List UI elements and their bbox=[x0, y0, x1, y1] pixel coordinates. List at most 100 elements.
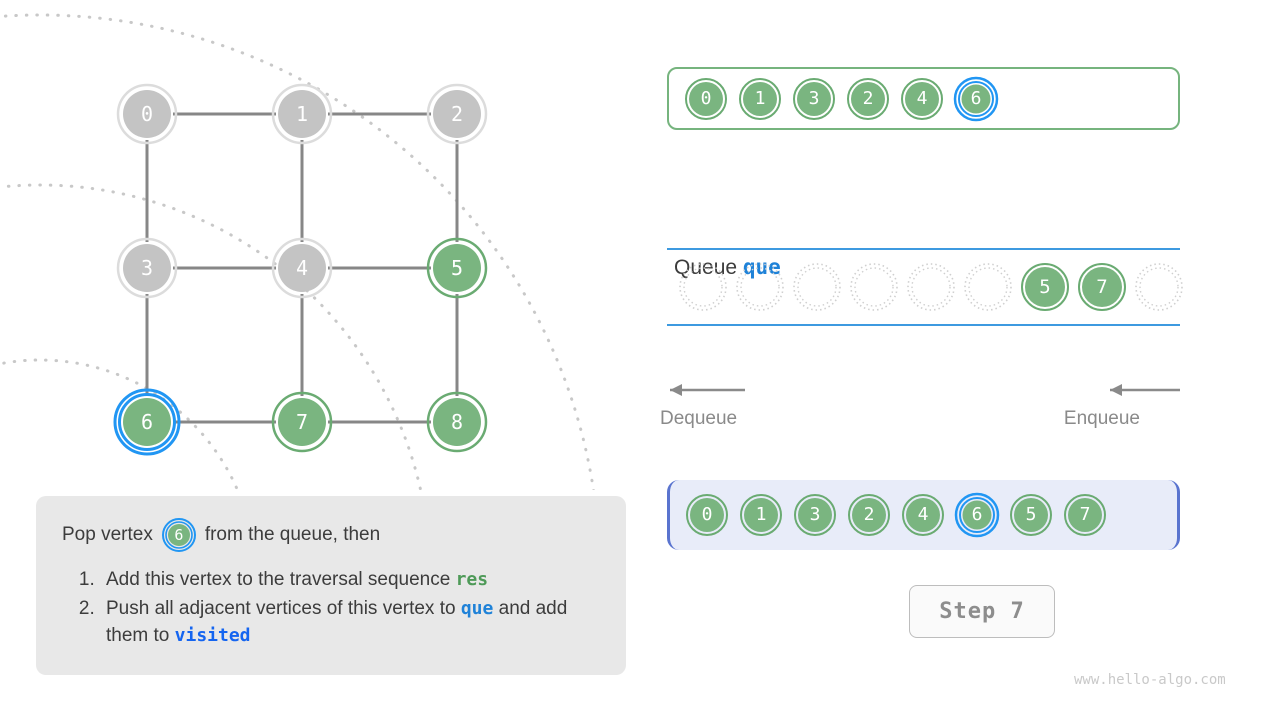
step-badge: Step 7 bbox=[909, 585, 1055, 638]
node-body bbox=[433, 244, 481, 292]
chip-label: 6 bbox=[970, 87, 982, 109]
description-step-1: Add this vertex to the traversal sequenc… bbox=[100, 566, 600, 593]
node-outer-ring bbox=[271, 83, 333, 145]
node-label: 2 bbox=[451, 102, 463, 126]
chip-label: 4 bbox=[916, 87, 928, 109]
node-label: 7 bbox=[296, 410, 308, 434]
watermark: www.hello-algo.com bbox=[1074, 672, 1226, 688]
queue-slot-4[interactable] bbox=[905, 261, 957, 313]
graph-node-1[interactable]: 1 bbox=[271, 83, 333, 145]
description-step-2-code-que: que bbox=[460, 598, 494, 619]
description-step-2-code-visited: visited bbox=[174, 625, 251, 646]
chip-label: 5 bbox=[1039, 275, 1051, 298]
visited-item-6[interactable]: 5 bbox=[1008, 492, 1054, 538]
chip-label: 2 bbox=[863, 504, 875, 525]
node-body bbox=[123, 398, 171, 446]
description-step-1-prefix: Add this vertex to the traversal sequenc… bbox=[106, 569, 456, 590]
chip-label: 3 bbox=[809, 504, 821, 525]
traversal-item-0[interactable]: 0 bbox=[683, 76, 729, 122]
node-body bbox=[278, 398, 326, 446]
node-body bbox=[123, 90, 171, 138]
visited-item-1[interactable]: 1 bbox=[738, 492, 784, 538]
node-label: 1 bbox=[296, 102, 308, 126]
chip-label: 5 bbox=[1025, 504, 1037, 525]
graph-node-8[interactable]: 8 bbox=[426, 391, 488, 453]
description-lead-before: Pop vertex bbox=[62, 524, 153, 545]
graph-nodes: 0 1 2 3 4 5 6 7 8 bbox=[113, 83, 488, 456]
graph-node-6[interactable]: 6 bbox=[113, 388, 181, 456]
traversal-sequence-items: 0 1 3 2 4 6 bbox=[683, 69, 999, 128]
visited-item-5[interactable]: 6 bbox=[954, 492, 1000, 538]
node-label: 3 bbox=[141, 256, 153, 280]
chip-label: 0 bbox=[700, 87, 712, 109]
visited-item-7[interactable]: 7 bbox=[1062, 492, 1108, 538]
node-outer-ring bbox=[271, 391, 333, 453]
node-body bbox=[123, 244, 171, 292]
traversal-item-1[interactable]: 1 bbox=[737, 76, 783, 122]
node-label: 4 bbox=[296, 256, 308, 280]
chip-label: 0 bbox=[701, 504, 713, 525]
node-highlight-inner-ring bbox=[118, 393, 176, 451]
node-outer-ring bbox=[116, 237, 178, 299]
description-vertex-label: 6 bbox=[174, 525, 184, 544]
node-body bbox=[278, 90, 326, 138]
chip-label: 1 bbox=[754, 87, 766, 109]
node-body bbox=[278, 244, 326, 292]
chip-label: 7 bbox=[1096, 275, 1108, 298]
queue-slot-2[interactable] bbox=[791, 261, 843, 313]
visited-item-3[interactable]: 2 bbox=[846, 492, 892, 538]
chip-label: 6 bbox=[971, 504, 983, 525]
node-highlight-outer-ring bbox=[113, 388, 181, 456]
visited-item-2[interactable]: 3 bbox=[792, 492, 838, 538]
queue-slot-5[interactable] bbox=[962, 261, 1014, 313]
wavefront-arc-2 bbox=[0, 183, 423, 490]
traversal-item-3[interactable]: 2 bbox=[845, 76, 891, 122]
node-outer-ring bbox=[116, 83, 178, 145]
enqueue-label: Enqueue bbox=[1063, 408, 1140, 429]
queue-slot-6[interactable]: 5 bbox=[1019, 261, 1071, 313]
node-label: 6 bbox=[141, 410, 153, 434]
node-label: 8 bbox=[451, 410, 463, 434]
description-lead: Pop vertex 6 from the queue, then bbox=[62, 518, 600, 552]
queue-slot-8[interactable] bbox=[1133, 261, 1185, 313]
traversal-item-2[interactable]: 3 bbox=[791, 76, 837, 122]
description-lead-after: from the queue, then bbox=[204, 524, 381, 545]
node-outer-ring bbox=[426, 237, 488, 299]
queue-slot-0[interactable] bbox=[677, 261, 729, 313]
graph-canvas: 0 1 2 3 4 5 6 7 8 bbox=[0, 13, 595, 490]
node-body bbox=[433, 398, 481, 446]
description-step-1-code: res bbox=[455, 569, 489, 590]
queue-arrow-row: Dequeue Enqueue bbox=[660, 330, 1180, 429]
queue-slot-7[interactable]: 7 bbox=[1076, 261, 1128, 313]
description-step-2-suffix: and add them to bbox=[106, 598, 568, 646]
chip-label: 3 bbox=[808, 87, 820, 109]
graph-node-3[interactable]: 3 bbox=[116, 237, 178, 299]
node-outer-ring bbox=[426, 391, 488, 453]
queue-slot-1[interactable] bbox=[734, 261, 786, 313]
node-body bbox=[433, 90, 481, 138]
graph-edges bbox=[145, 112, 459, 424]
chip-label: 7 bbox=[1079, 504, 1091, 525]
visited-item-4[interactable]: 4 bbox=[900, 492, 946, 538]
visited-item-0[interactable]: 0 bbox=[684, 492, 730, 538]
queue-direction-arrows bbox=[670, 384, 1180, 396]
graph-node-4[interactable]: 4 bbox=[271, 237, 333, 299]
chip-label: 2 bbox=[862, 87, 874, 109]
queue-slot-3[interactable] bbox=[848, 261, 900, 313]
chip-label: 4 bbox=[917, 504, 929, 525]
node-label: 0 bbox=[141, 102, 153, 126]
graph-node-0[interactable]: 0 bbox=[116, 83, 178, 145]
traversal-item-5[interactable]: 6 bbox=[953, 76, 999, 122]
description-step-2-prefix: Push all adjacent vertices of this verte… bbox=[106, 598, 461, 619]
description-step-2: Push all adjacent vertices of this verte… bbox=[100, 595, 600, 649]
node-outer-ring bbox=[426, 83, 488, 145]
graph-node-5[interactable]: 5 bbox=[426, 237, 488, 299]
visited-set-items: 0 1 3 2 4 6 5 7 bbox=[684, 480, 1108, 550]
graph-node-2[interactable]: 2 bbox=[426, 83, 488, 145]
graph-node-7[interactable]: 7 bbox=[271, 391, 333, 453]
traversal-item-4[interactable]: 4 bbox=[899, 76, 945, 122]
node-label: 5 bbox=[451, 256, 463, 280]
